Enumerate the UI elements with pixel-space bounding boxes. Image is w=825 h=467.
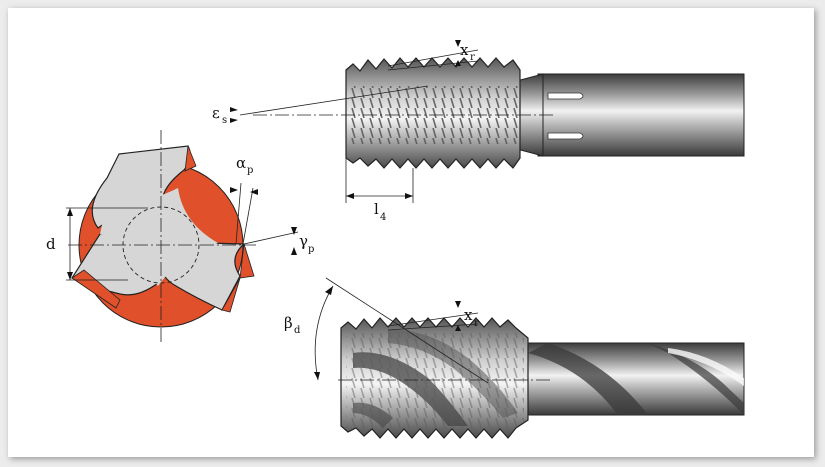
- core-gray: [100, 188, 218, 286]
- tap-diagram: x r ε s l 4 α p γ p d β d x r: [46, 40, 745, 439]
- svg-text:β: β: [284, 314, 293, 332]
- label-beta-d: β d: [284, 314, 301, 336]
- flute-slot-bottom: [547, 132, 584, 140]
- spiral-flute-1: [528, 343, 648, 415]
- svg-text:l: l: [374, 200, 379, 218]
- xr-line-1: [387, 49, 479, 67]
- svg-text:d: d: [46, 235, 56, 253]
- xr-arrows-top: [455, 40, 461, 66]
- tap-shank: [537, 73, 745, 157]
- beta-arrows: [314, 286, 333, 380]
- alpha-arrows: [230, 187, 258, 195]
- l4-arrows: [346, 193, 413, 199]
- label-xr-bottom: x r: [464, 306, 479, 329]
- svg-text:γ: γ: [299, 232, 308, 250]
- xr-arrows-bottom: [455, 301, 461, 331]
- svg-text:x: x: [464, 306, 473, 324]
- label-alpha-p: α p: [236, 154, 253, 176]
- svg-text:x: x: [460, 41, 469, 59]
- spiral-flute-tap: [314, 277, 745, 439]
- svg-text:α: α: [236, 154, 246, 172]
- svg-text:d: d: [294, 325, 301, 336]
- d-arrows: [67, 208, 73, 280]
- figure-panel: x r ε s l 4 α p γ p d β d x r: [8, 8, 814, 457]
- straight-flute-tap: [230, 40, 745, 203]
- svg-text:ε: ε: [212, 104, 220, 122]
- svg-text:s: s: [222, 115, 227, 126]
- epsilon-arrows: [230, 107, 238, 123]
- beta-line: [325, 277, 489, 384]
- svg-text:p: p: [247, 165, 253, 176]
- cross-section: [66, 130, 299, 344]
- label-epsilon-s: ε s: [212, 104, 227, 126]
- label-l4: l 4: [374, 200, 386, 223]
- svg-text:4: 4: [380, 212, 386, 223]
- flute-slot-top: [547, 92, 584, 100]
- label-xr-top: x r: [460, 41, 475, 63]
- label-gamma-p: γ p: [299, 232, 314, 255]
- svg-text:r: r: [474, 318, 479, 329]
- xr-line-2: [387, 60, 479, 71]
- label-d: d: [46, 235, 56, 253]
- gamma-arrows: [291, 227, 297, 255]
- svg-text:r: r: [470, 52, 475, 63]
- beta-arc: [314, 285, 334, 381]
- svg-text:p: p: [308, 244, 314, 255]
- epsilon-line: [239, 85, 429, 116]
